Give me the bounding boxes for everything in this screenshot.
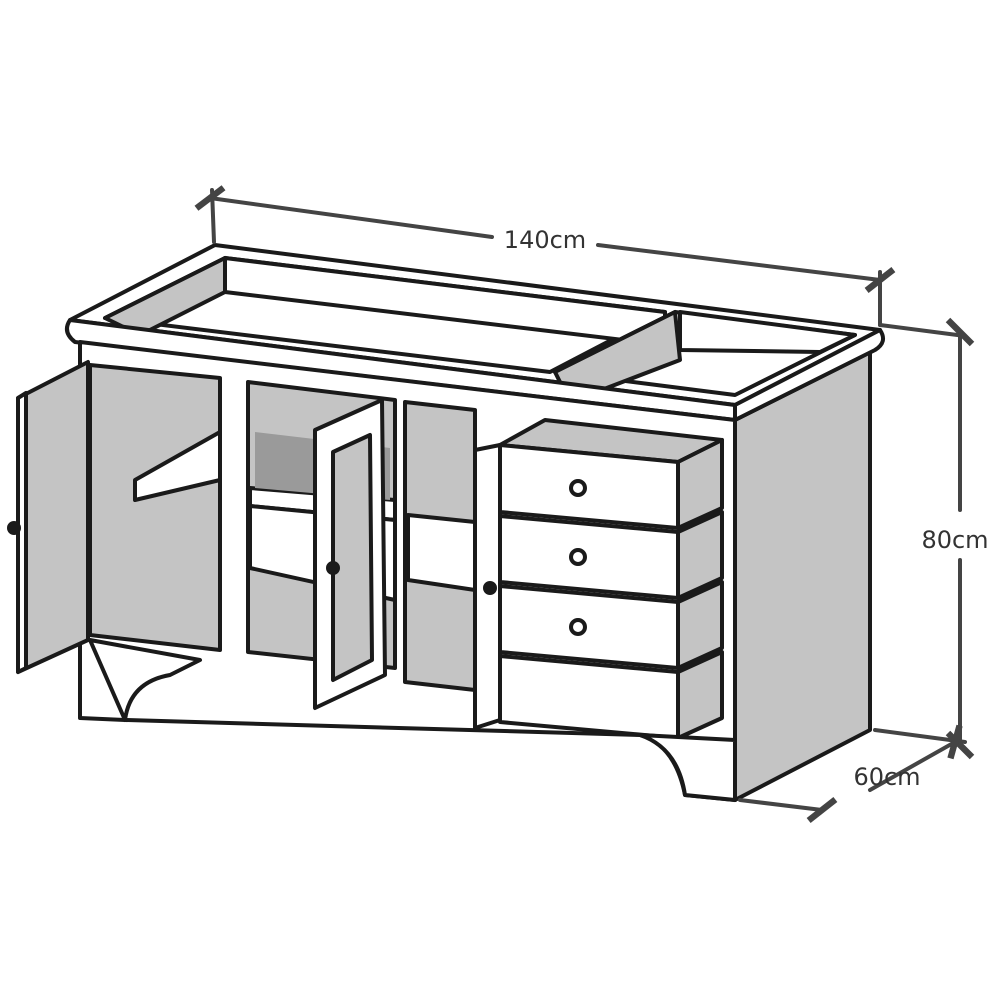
- left-cabinet-door[interactable]: [16, 360, 90, 674]
- width-dimension-line-left: [194, 185, 494, 239]
- left-door-knob[interactable]: [7, 521, 21, 535]
- dimension-lines: [194, 185, 975, 823]
- right-compartment-shelf: [406, 513, 477, 592]
- height-extension-top: [878, 323, 967, 338]
- width-extension-left: [210, 188, 216, 244]
- drawer-3-knob[interactable]: [569, 618, 587, 636]
- drawer-3-front[interactable]: [498, 584, 680, 670]
- cabinet-side-panel: [733, 350, 872, 802]
- left-compartment-shelf: [133, 430, 222, 502]
- right-opening-back-wall: [678, 310, 857, 354]
- right-door-knob[interactable]: [483, 581, 497, 595]
- dimension-labels: 140cm 80cm 60cm: [504, 226, 989, 791]
- width-label: 140cm: [504, 226, 586, 254]
- cabinet-drawing: [7, 243, 886, 802]
- left-compartment-interior: [88, 363, 222, 652]
- center-door-panel: [331, 433, 374, 682]
- drawer-2-knob[interactable]: [569, 548, 587, 566]
- height-label: 80cm: [921, 526, 988, 554]
- plinth-right-cutout: [638, 733, 737, 802]
- plinth-left-cutout: [88, 638, 202, 722]
- drawer-2-front[interactable]: [498, 514, 680, 600]
- countertop-side-edge: [733, 328, 886, 422]
- depth-dimension-line-upper: [868, 724, 963, 792]
- drawer-4-front[interactable]: [498, 654, 680, 740]
- left-cabinet-door-edge: [16, 391, 28, 674]
- width-dimension-line-right: [596, 243, 896, 293]
- depth-dimension-line: [738, 797, 838, 823]
- drawer-1-front[interactable]: [498, 443, 680, 530]
- drawer-stack: [498, 418, 724, 740]
- depth-label: 60cm: [853, 763, 920, 791]
- height-extension-bottom: [873, 728, 967, 744]
- center-door-knob[interactable]: [326, 561, 340, 575]
- drawer-1-knob[interactable]: [569, 479, 587, 497]
